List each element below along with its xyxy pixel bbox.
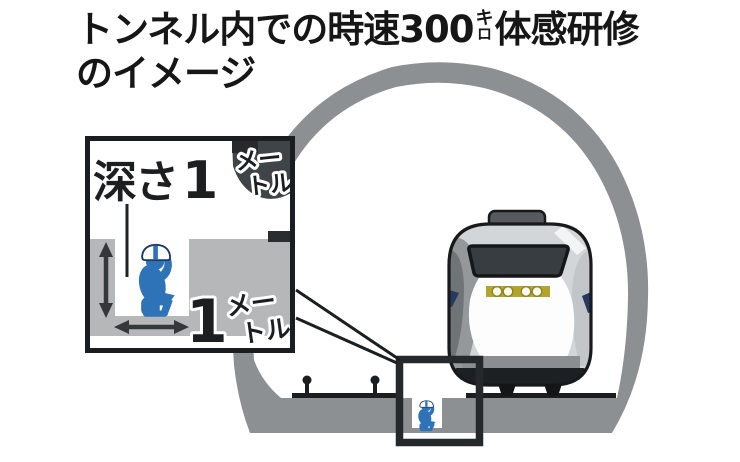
title-text-after-unit: 体感研修	[494, 8, 640, 51]
svg-text:トル: トル	[246, 170, 294, 201]
train-navy-accent	[582, 292, 591, 313]
title-text-before-unit: トンネル内での時速	[76, 8, 400, 51]
inset-rail-block	[268, 231, 293, 242]
rail-tie	[466, 393, 616, 398]
depth-value: 1	[182, 151, 218, 211]
train-outline	[447, 222, 593, 387]
shinkansen-train-icon	[447, 209, 593, 396]
inset-tunnel-wall-dark	[232, 138, 258, 153]
depth-label: 深さ	[93, 157, 177, 208]
magnified-inset-panel: 深さ 1 メー トル 1 メー トル	[85, 136, 297, 360]
magnified-area-box	[395, 355, 484, 447]
callout-line-upper	[295, 288, 401, 362]
width-value: 1	[186, 287, 228, 357]
train-headlight-strip	[486, 286, 550, 298]
svg-text:トル: トル	[239, 313, 293, 349]
title-line-2: のイメージ	[76, 51, 256, 95]
train-foot	[498, 384, 516, 396]
rail-tie	[292, 393, 398, 398]
headlight-icon	[491, 286, 543, 298]
double-arrow-vertical-icon	[99, 242, 113, 318]
train-body-shading	[449, 226, 591, 385]
double-arrow-horizontal-icon	[114, 320, 189, 334]
train-underframe	[452, 368, 588, 385]
inset-ground	[90, 239, 290, 336]
inset-tunnel-wall-corner	[232, 138, 291, 199]
rail-post-icon	[302, 375, 312, 394]
title-speed-value: 300	[399, 8, 474, 51]
train-foot	[544, 384, 562, 396]
train-windshield	[467, 244, 570, 278]
callout-line-lower	[295, 316, 398, 365]
width-unit-stack: メー トル	[221, 283, 295, 352]
kilo-unit-stack: キロ	[475, 8, 494, 44]
train-navy-accent	[449, 290, 459, 307]
inset-border	[85, 136, 295, 353]
track-left	[292, 375, 398, 398]
rail-post-icon	[370, 375, 380, 394]
